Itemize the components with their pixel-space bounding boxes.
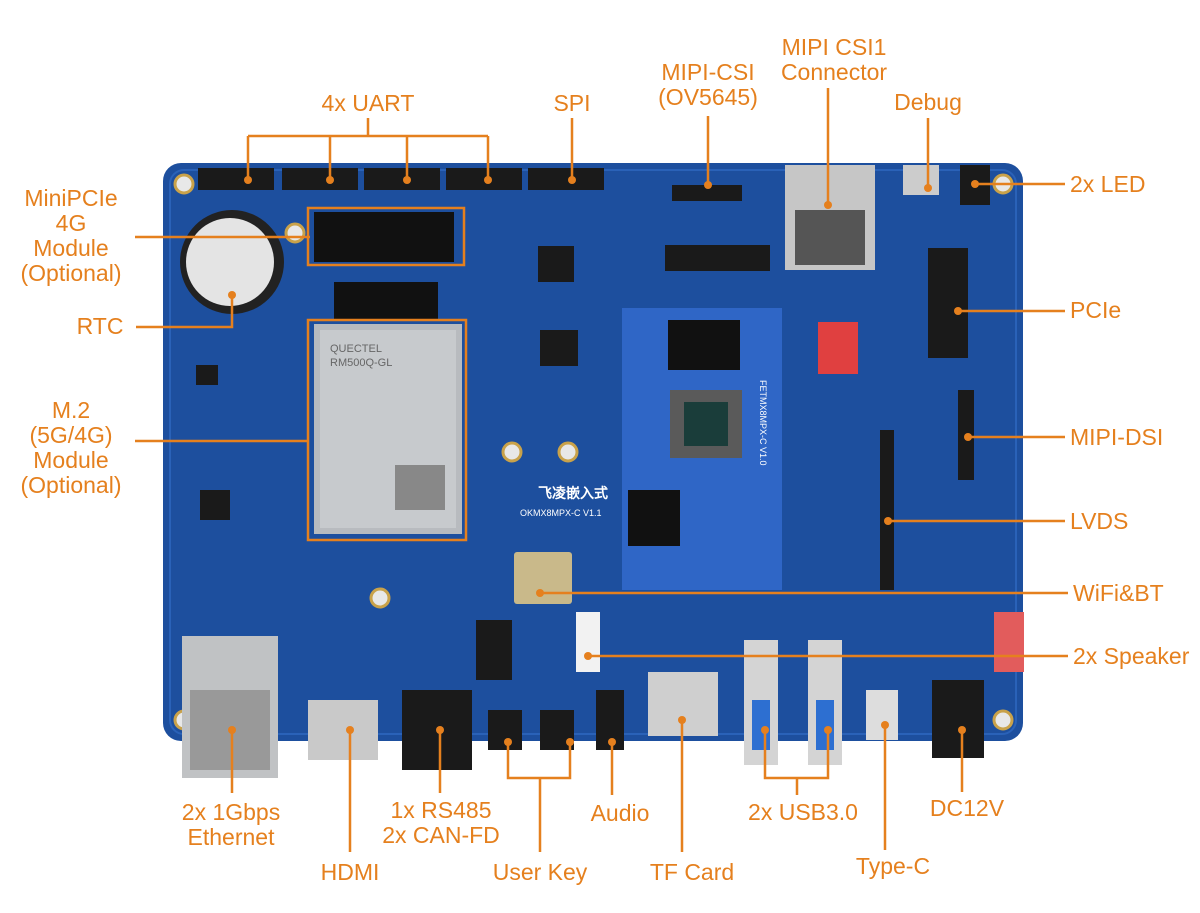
label-usb: 2x USB3.0: [748, 799, 858, 825]
label-m2: M.2(5G/4G)Module(Optional): [20, 397, 122, 498]
svg-text:FETMX8MPX-C V1.0: FETMX8MPX-C V1.0: [758, 380, 768, 466]
label-tf-card: TF Card: [649, 859, 735, 885]
label-uart: 4x UART: [321, 90, 415, 116]
label-debug: Debug: [894, 89, 962, 115]
label-audio: Audio: [590, 800, 650, 826]
label-hdmi: HDMI: [320, 859, 380, 885]
label-type-c: Type-C: [855, 853, 931, 879]
label-speaker: 2x Speaker: [1073, 643, 1190, 669]
label-rtc: RTC: [76, 313, 124, 339]
svg-text:RM500Q-GL: RM500Q-GL: [330, 357, 392, 369]
leader-dots: [228, 176, 979, 746]
label-wifi-bt: WiFi&BT: [1073, 580, 1164, 606]
svg-text:QUECTEL: QUECTEL: [330, 343, 382, 355]
label-lvds: LVDS: [1070, 508, 1129, 534]
svg-text:飞凌嵌入式: 飞凌嵌入式: [538, 485, 608, 501]
label-mipi-dsi: MIPI-DSI: [1070, 424, 1164, 450]
label-led: 2x LED: [1070, 171, 1146, 197]
leader-lines: [135, 88, 1068, 852]
label-mipi-csi: MIPI-CSI(OV5645): [658, 59, 758, 110]
label-spi: SPI: [553, 90, 591, 116]
uart-headers: [198, 168, 604, 190]
svg-text:OKMX8MPX-C V1.1: OKMX8MPX-C V1.1: [520, 508, 602, 518]
label-pcie: PCIe: [1070, 297, 1122, 323]
label-user-key: User Key: [492, 859, 588, 885]
label-dc12v: DC12V: [929, 795, 1005, 821]
